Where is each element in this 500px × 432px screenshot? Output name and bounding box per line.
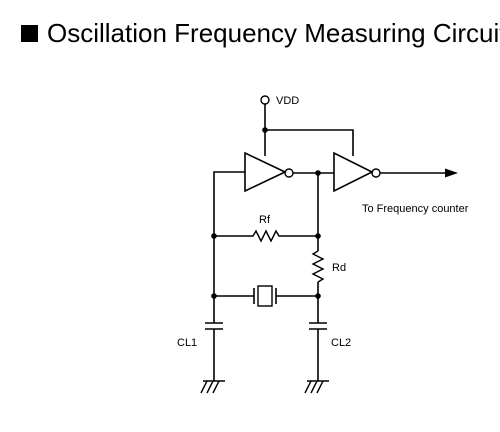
vdd-terminal <box>260 95 270 105</box>
inverter-2 <box>333 151 374 193</box>
ground-1-icon <box>200 380 220 394</box>
resistor-rf <box>214 229 318 243</box>
vdd-label: VDD <box>276 95 299 107</box>
page-title: Oscillation Frequency Measuring Circuit <box>21 15 500 51</box>
title-text: Oscillation Frequency Measuring Circuit <box>47 17 500 48</box>
input-node-wire <box>213 171 245 323</box>
crystal-body <box>257 285 273 307</box>
inverter-2-bubble <box>371 168 381 178</box>
resistor-rd <box>311 250 325 283</box>
ground-2-icon <box>304 380 324 394</box>
rd-label: Rd <box>332 262 346 274</box>
cl1-label: CL1 <box>177 337 197 349</box>
cl2-label: CL2 <box>331 337 351 349</box>
square-bullet-icon <box>21 24 38 42</box>
inverter-1 <box>244 151 287 193</box>
output-label: To Frequency counter <box>362 203 469 215</box>
output-arrow-icon <box>445 168 458 178</box>
inverter-1-bubble <box>284 168 294 178</box>
rf-label: Rf <box>259 214 271 226</box>
vdd-to-inverter2-wire <box>265 129 354 156</box>
